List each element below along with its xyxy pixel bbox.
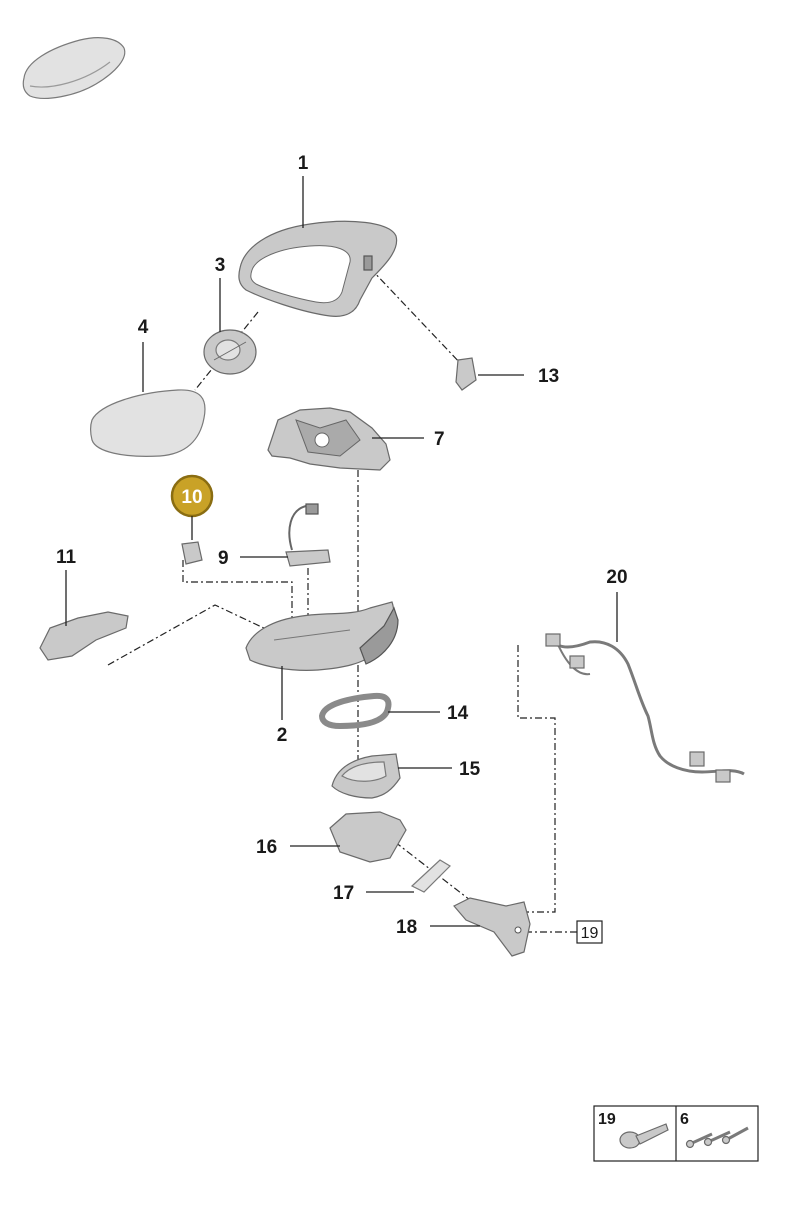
callout-19: 19 — [581, 925, 599, 942]
part-13-clip[interactable] — [455, 357, 477, 391]
callout-1[interactable]: 1 — [298, 153, 309, 174]
callout-20[interactable]: 20 — [606, 567, 627, 588]
callout-11[interactable]: 11 — [56, 547, 77, 568]
part-4-mirror-glass[interactable] — [89, 389, 206, 457]
part-11-trim-piece[interactable] — [39, 611, 129, 661]
callout-17[interactable]: 17 — [333, 883, 354, 904]
leader-lines — [65, 176, 618, 927]
callout-3[interactable]: 3 — [215, 255, 226, 276]
screw-set-icon — [685, 1126, 749, 1149]
car-thumbnail — [22, 37, 126, 99]
part-16-shroud[interactable] — [329, 811, 407, 863]
part-14-gasket[interactable] — [318, 692, 392, 730]
legend-label-6: 6 — [680, 1111, 689, 1128]
part-3-adjustment-disc[interactable] — [203, 329, 257, 375]
part-1-mirror-housing[interactable] — [238, 220, 398, 317]
callout-15[interactable]: 15 — [459, 759, 481, 780]
part-2-mirror-base[interactable] — [245, 601, 399, 671]
callout-16[interactable]: 16 — [256, 837, 277, 858]
callout-7[interactable]: 7 — [434, 429, 445, 450]
callout-13[interactable]: 13 — [538, 366, 559, 387]
part-9-light-module[interactable] — [285, 503, 331, 567]
callout-14[interactable]: 14 — [447, 703, 469, 724]
reference-box-19[interactable]: 19 — [576, 920, 603, 944]
bolt-icon — [619, 1123, 669, 1149]
part-10-highlight-badge[interactable]: 10 — [170, 474, 214, 518]
part-20-wiring-harness[interactable] — [545, 633, 745, 783]
part-7-carrier-frame[interactable] — [267, 407, 391, 471]
legend-label-19: 19 — [598, 1111, 616, 1128]
callout-2[interactable]: 2 — [277, 725, 288, 746]
part-10-switch[interactable] — [181, 541, 203, 565]
part-18-mounting-foot[interactable] — [453, 897, 531, 957]
part-15-cover[interactable] — [331, 753, 401, 799]
callout-9[interactable]: 9 — [218, 548, 229, 569]
callout-10: 10 — [181, 487, 202, 508]
callout-18[interactable]: 18 — [396, 917, 417, 938]
fastener-legend: 19 6 — [593, 1105, 759, 1162]
callout-4[interactable]: 4 — [138, 317, 149, 338]
part-17-clip-strip[interactable] — [410, 859, 451, 893]
